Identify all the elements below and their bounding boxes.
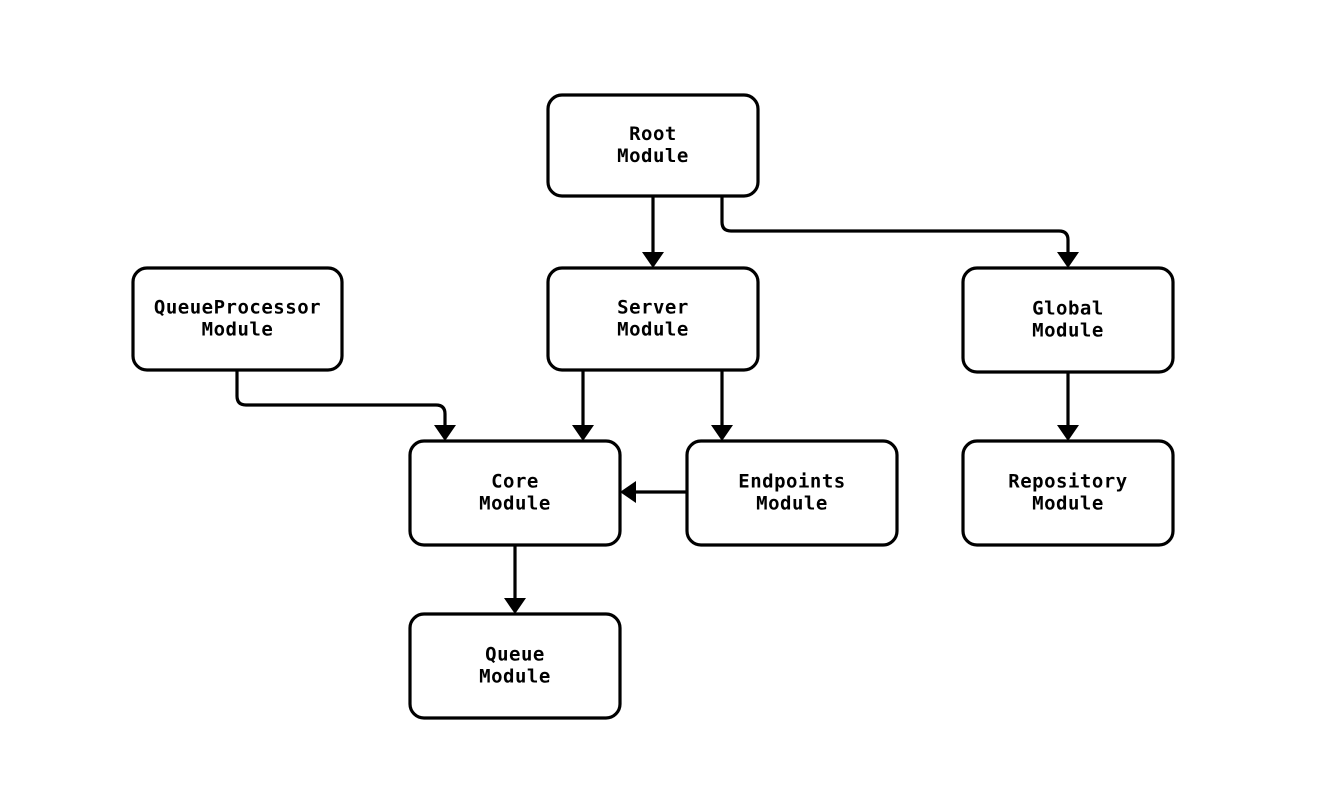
node-box[interactable] — [131, 266, 344, 372]
node-box[interactable] — [961, 439, 1175, 547]
arrowhead-icon — [642, 252, 664, 268]
node-box[interactable] — [546, 266, 760, 372]
edge-root-to-global — [720, 196, 1079, 268]
edge-endpoints-to-core — [620, 481, 687, 503]
node-label-primary: Endpoints — [738, 471, 845, 493]
node-label-secondary: Module — [756, 493, 828, 515]
edge-server-to-core — [572, 370, 594, 441]
arrowhead-icon — [1057, 252, 1079, 268]
edge-server-to-endpoints — [711, 370, 733, 441]
arrowhead-icon — [711, 425, 733, 441]
nodes-layer: RootModuleQueueProcessorModuleServerModu… — [131, 93, 1175, 720]
node-box[interactable] — [685, 439, 899, 547]
node-label-secondary: Module — [202, 319, 274, 341]
node-label-primary: Repository — [1008, 471, 1127, 493]
node-box[interactable] — [408, 612, 622, 720]
edge-global-to-repository — [1057, 372, 1079, 441]
node-label-primary: Queue — [485, 644, 545, 666]
node-box[interactable] — [546, 93, 760, 198]
edge-queueprocessor-to-core — [235, 370, 456, 441]
arrowhead-icon — [620, 481, 636, 503]
node-label-secondary: Module — [479, 493, 551, 515]
node-label-primary: Core — [491, 471, 539, 493]
arrowhead-icon — [504, 598, 526, 614]
arrowhead-icon — [572, 425, 594, 441]
node-label-secondary: Module — [479, 666, 551, 688]
node-box[interactable] — [408, 439, 622, 547]
edge-line — [235, 370, 447, 425]
node-label-secondary: Module — [617, 319, 689, 341]
node-label-primary: Server — [617, 297, 689, 319]
edge-line — [720, 196, 1070, 252]
arrowhead-icon — [1057, 425, 1079, 441]
edges-layer — [235, 196, 1079, 614]
node-box[interactable] — [961, 266, 1175, 374]
node-label-secondary: Module — [1032, 320, 1104, 342]
node-label-secondary: Module — [1032, 493, 1104, 515]
arrowhead-icon — [434, 425, 456, 441]
edge-root-to-server — [642, 196, 664, 268]
node-label-secondary: Module — [617, 145, 689, 167]
node-label-primary: QueueProcessor — [154, 297, 321, 319]
node-label-primary: Global — [1032, 298, 1104, 320]
edge-core-to-queue — [504, 545, 526, 614]
node-label-primary: Root — [629, 123, 677, 145]
